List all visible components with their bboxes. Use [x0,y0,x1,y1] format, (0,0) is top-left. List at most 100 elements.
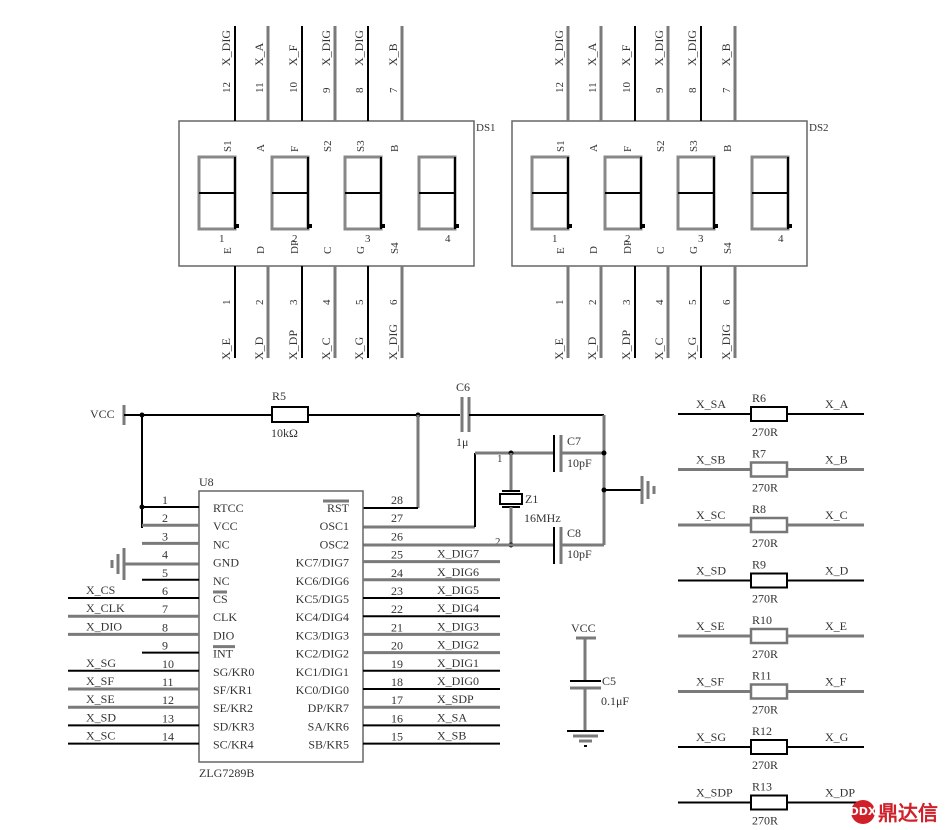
net-label: X_SB [437,729,466,743]
ic-pin-number: 7 [162,602,168,616]
z1-pin2: 2 [495,536,501,548]
segment-label: S4 [389,242,401,254]
ic-pin-number: 16 [391,711,403,725]
r5-resistor [271,406,309,423]
resistor-ref: R12 [752,724,772,738]
digit-number: 4 [445,233,451,245]
resistor-value: 270R [752,758,778,772]
watermark-logo-icon: DDX [850,799,876,824]
pin-number: 5 [687,299,699,305]
resistor-body [749,516,789,534]
net-label: X_DIG4 [437,601,479,615]
pin-net-label: X_DIG [319,30,333,66]
net-label: X_DIG2 [437,638,479,652]
ic-pin-name: KC7/DIG7 [296,556,349,570]
pin-number: 6 [721,299,733,305]
decimal-point [714,224,718,228]
net-label: X_SD [86,710,116,724]
ground-icon [567,730,604,747]
resistor-body [750,794,788,811]
seven-segment-digit: 3 [343,155,385,245]
net-label: X_SG [86,656,116,670]
ic-pin-number: 22 [391,602,403,616]
ic-pin-name: KC4/DIG4 [296,610,349,624]
ic-pin-number: 20 [391,639,403,653]
resistor-value: 270R [752,703,778,717]
ic-pin-name: SG/KR0 [213,665,254,679]
pin-net-label: X_C [319,337,333,360]
ic-pin-name: INT [213,647,234,661]
pin-net-label: X_DIG [552,30,566,66]
net-label: X_A [825,397,849,411]
ic-pin-number: 19 [391,657,403,671]
pin-number: 7 [721,87,733,93]
pin-net-label: X_F [619,44,633,66]
z1-crystal [499,493,523,505]
net-label: X_CS [86,583,115,597]
pin-number: 1 [554,300,566,306]
ic-pin-name: KC1/DIG1 [296,665,349,679]
resistor-body [749,683,789,700]
ic-pin-name: SD/KR3 [213,719,254,733]
ic-pin-number: 6 [162,584,168,598]
ic-pin-name: RST [327,501,350,515]
ic-pin-number: 17 [391,693,403,707]
ic-pin-number: 9 [162,639,168,653]
net-label: X_D [825,564,849,578]
resistor-body [749,627,789,645]
reset-network: VCC R5 10kΩ C6 1μ 1 C7 10pF [90,380,656,580]
ic-pin-number: 10 [162,657,174,671]
pin-net-label: X_C [652,337,666,360]
net-label: X_SD [696,564,726,578]
ic-pin-number: 4 [162,548,168,562]
z1-value: 16MHz [524,511,561,525]
ic-pin-name: DP/KR7 [308,701,349,715]
seven-segment-digit: 2 [270,155,312,245]
pin-net-label: X_F [286,44,300,66]
segment-label: S3 [355,140,367,152]
segment-label: D [588,246,600,254]
decimal-point [381,224,385,228]
watermark-text: 鼎达信 [878,801,938,825]
ic-pin-number: 12 [162,693,174,707]
ic-pin-number: 18 [391,675,403,689]
net-label: X_DIO [86,619,122,633]
resistor-ref: R11 [752,669,772,683]
segment-label: DP [622,240,634,254]
ic-pin-name: KC3/DIG3 [296,628,349,642]
z1-ref: Z1 [525,492,538,506]
seven-segment-digit: 2 [603,155,645,245]
pin-net-label: X_B [719,43,733,66]
ic-pin-number: 14 [162,730,174,744]
segment-label: B [389,145,401,152]
ic-pin-name: CLK [213,610,237,624]
junction [601,450,607,456]
pin-net-label: X_DIG [219,30,233,66]
decimal-point [455,224,459,228]
pin-number: 4 [654,299,666,305]
net-label: X_SDP [696,786,733,800]
net-label: X_SG [696,730,726,744]
net-label: X_SE [696,619,725,633]
net-label: X_CLK [86,601,125,615]
pin-net-label: X_DIG [719,324,733,360]
seven-segment-digit: 1 [197,155,239,245]
pin-number: 2 [254,300,266,306]
resistor-value: 270R [752,814,778,828]
ic-pin-number: 28 [391,493,403,507]
pin-net-label: X_DIG [386,324,400,360]
ic-pin-number: 5 [162,566,168,580]
pin-number: 5 [354,299,366,305]
ic-pin-number: 26 [391,529,403,543]
ic-pin-name: GND [213,556,239,570]
segment-label: S3 [688,140,700,152]
pin-number: 4 [321,299,333,305]
pin-net-label: X_DIG [352,30,366,66]
ic-pin-number: 27 [391,511,403,525]
digit-number: 3 [698,233,704,245]
ic-pin-number: 11 [162,675,174,689]
net-label: X_DIG6 [437,565,479,579]
